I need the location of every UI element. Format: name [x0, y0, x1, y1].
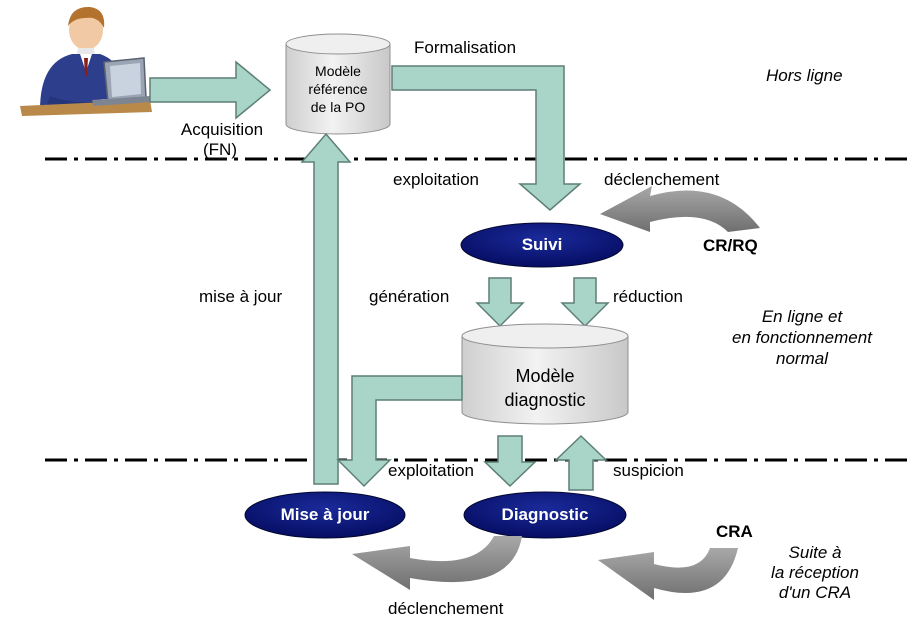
mise-a-jour-arrow [300, 132, 352, 485]
diagnostic-node-label: Diagnostic [501, 505, 589, 524]
mise-a-jour-node-label: Mise à jour [280, 505, 370, 524]
reference-model-cylinder [285, 33, 391, 135]
suspicion-arrow [554, 434, 608, 491]
diagnostic-model-line-1: Modèle [515, 366, 575, 386]
zone-offline-label: Hors ligne [766, 66, 843, 85]
exploitation-bottom-arrow [336, 375, 463, 488]
exploitation-bottom-label: exploitation [388, 461, 475, 480]
zone-online-line-3: normal [776, 349, 828, 368]
mise-a-jour-edge-label: mise à jour [199, 287, 283, 306]
zone-online-line-2: en fonctionnement [732, 328, 872, 347]
declenchement-bottom-arrow [352, 536, 522, 590]
exploitation-top-label: exploitation [393, 170, 480, 189]
generation-arrow [475, 277, 525, 328]
person-at-laptop-icon [20, 6, 152, 116]
reduction-label: réduction [613, 287, 683, 306]
declenchement-bottom-label: déclenchement [388, 599, 504, 618]
reference-model-label: Modèle référence de la PO [286, 62, 390, 116]
zone-cra-label: Suite à la réception d'un CRA [740, 543, 890, 603]
diagnostic-model-line-2: diagnostic [504, 390, 586, 410]
formalisation-arrow [391, 65, 583, 211]
declenchement-top-arrow [600, 186, 760, 232]
zone-cra-line-2: la réception [771, 563, 859, 582]
zone-online-label: En ligne et en fonctionnement normal [717, 306, 887, 369]
cr-rq-label: CR/RQ [703, 236, 758, 255]
generation-label: génération [369, 287, 450, 306]
reference-model-line-1: Modèle [315, 63, 361, 79]
model-to-diagnostic-arrow [483, 435, 537, 488]
reference-model-line-3: de la PO [310, 99, 366, 115]
reduction-arrow [560, 277, 610, 328]
diagnostic-model-cylinder [461, 323, 629, 425]
declenchement-top-label: déclenchement [604, 170, 720, 189]
zone-cra-line-1: Suite à [788, 543, 842, 562]
formalisation-label: Formalisation [414, 38, 517, 57]
acquisition-arrow [149, 60, 272, 120]
diagnostic-model-label: Modèle diagnostic [462, 364, 628, 412]
cra-arrow [598, 548, 738, 600]
suivi-node [460, 222, 624, 268]
fn-label: (FN) [203, 140, 237, 159]
zone-online-line-1: En ligne et [761, 307, 843, 326]
suspicion-label: suspicion [613, 461, 684, 480]
acquisition-label: Acquisition [180, 120, 264, 139]
diagnostic-node [463, 491, 627, 539]
reference-model-line-2: référence [308, 81, 368, 97]
zone-cra-line-3: d'un CRA [778, 583, 852, 602]
mise-a-jour-node [244, 491, 406, 539]
cra-label: CRA [716, 522, 753, 541]
suivi-node-label: Suivi [521, 235, 563, 254]
